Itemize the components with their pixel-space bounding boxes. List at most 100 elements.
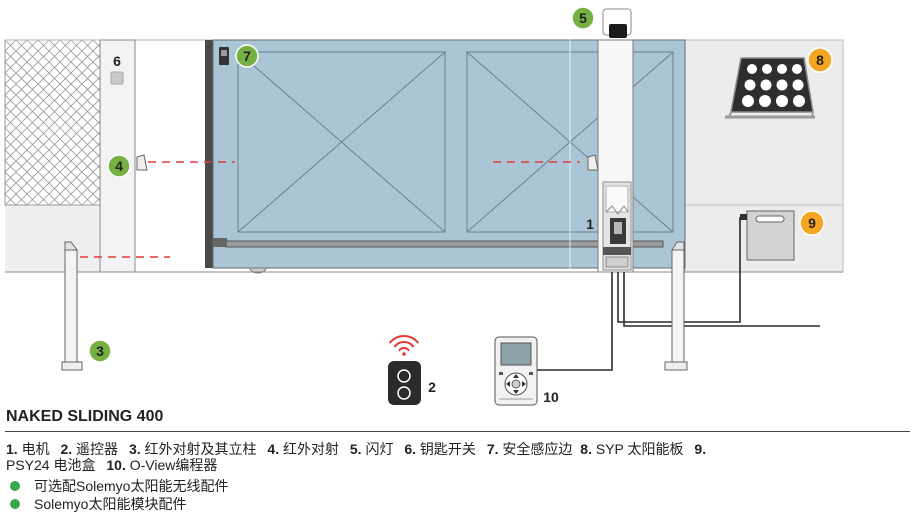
- mesh-line: [5, 40, 6, 41]
- mesh-line: [5, 204, 6, 205]
- legend-text: SYP 太阳能板: [595, 441, 684, 457]
- callout-motor-number: 1: [586, 216, 594, 232]
- legend-text: 红外对射: [282, 441, 339, 457]
- callout-badge-flashing-light: 5: [571, 6, 595, 30]
- diagram-title: NAKED SLIDING 400: [6, 408, 164, 425]
- svg-text:4: 4: [115, 158, 123, 174]
- legend-text: 安全感应边: [502, 441, 573, 457]
- legend-text: 电机: [21, 441, 50, 457]
- legend-number: 4.: [267, 441, 280, 457]
- remote-control-icon: [388, 361, 421, 405]
- mesh-line: [48, 153, 100, 205]
- callout-key-switch-number: 6: [113, 53, 121, 69]
- callout-programmer-number: 10: [543, 389, 559, 405]
- mesh-line: [5, 98, 100, 195]
- flashing-light-icon: [602, 8, 632, 38]
- green-dot-icon: [10, 499, 20, 509]
- legend-item: 10. O-View编程器: [106, 457, 217, 473]
- legend-item: 5. 闪灯: [350, 441, 394, 457]
- svg-text:8: 8: [816, 52, 824, 68]
- callout-remote-number: 2: [428, 379, 436, 395]
- legend-number: 7.: [486, 441, 499, 457]
- legend-number: 1.: [6, 441, 18, 457]
- mesh-line: [5, 65, 100, 162]
- mesh-line: [59, 164, 100, 205]
- legend-item: 2. 遥控器: [60, 441, 118, 457]
- rack-bracket: [213, 238, 227, 247]
- callout-badge-battery-box: 9: [799, 210, 825, 236]
- note-item: Solemyo太阳能模块配件: [6, 495, 228, 513]
- mesh-line: [5, 40, 61, 96]
- legend-item: 9. PSY24 电池盒: [6, 441, 706, 473]
- gear-rack: [225, 240, 664, 248]
- note-text: Solemyo太阳能模块配件: [34, 496, 187, 512]
- legend-number: 5.: [349, 441, 362, 457]
- legend-number: 2.: [60, 441, 73, 457]
- mesh-line: [5, 43, 100, 140]
- motor-icon: [602, 181, 632, 271]
- mesh-line: [5, 76, 100, 173]
- svg-text:7: 7: [243, 48, 251, 64]
- mesh-line: [5, 40, 72, 107]
- legend-text: 闪灯: [365, 441, 394, 457]
- legend-text: 钥匙开关: [419, 441, 476, 457]
- solar-panel-icon: [725, 57, 815, 119]
- note-text: 可选配Solemyo太阳能无线配件: [34, 478, 229, 494]
- safety-edge-icon: [219, 47, 229, 65]
- legend-number: 9.: [694, 441, 707, 457]
- legend-number: 8.: [580, 441, 592, 457]
- legend-item: 6. 钥匙开关: [404, 441, 476, 457]
- mesh-line: [5, 54, 100, 151]
- svg-text:5: 5: [579, 10, 587, 26]
- photocell-post-right: [664, 241, 688, 371]
- wireless-signal-icon: [389, 335, 419, 356]
- key-switch-icon: [110, 71, 124, 85]
- legend-item: 4. 红外对射: [267, 441, 339, 457]
- svg-text:9: 9: [808, 215, 816, 231]
- mesh-line: [5, 40, 50, 85]
- legend-text: PSY24 电池盒: [6, 457, 96, 473]
- gate-panel-left: [237, 51, 446, 233]
- photocell-left-icon: [136, 154, 148, 171]
- mesh-line: [37, 142, 100, 205]
- gate-frame-edge: [205, 40, 213, 268]
- legend-item: 7. 安全感应边: [487, 441, 573, 457]
- svg-text:3: 3: [96, 343, 104, 359]
- gate-installation-diagram: 6 4 7: [4, 6, 844, 406]
- mesh-lines: [5, 40, 100, 205]
- callout-badge-safety-edge: 7: [235, 44, 259, 68]
- legend-number: 6.: [404, 441, 417, 457]
- mesh-line: [5, 40, 94, 129]
- photocell-post-left: [61, 241, 83, 371]
- note-item: 可选配Solemyo太阳能无线配件: [6, 477, 228, 495]
- title-divider: [5, 431, 910, 432]
- programmer-icon: [494, 336, 538, 406]
- callout-badge-photocell: 4: [107, 154, 131, 178]
- legend-number: 10.: [106, 457, 126, 473]
- legend-text: 红外对射及其立柱: [144, 441, 257, 457]
- chain-link-fence: [4, 39, 101, 206]
- wire-to-programmer: [537, 272, 613, 371]
- legend: 1. 电机 2. 遥控器 3. 红外对射及其立柱 4. 红外对射 5. 闪灯 6…: [6, 441, 706, 473]
- photocell-right-icon: [587, 154, 599, 171]
- legend-number: 3.: [128, 441, 141, 457]
- legend-text: 遥控器: [76, 441, 119, 457]
- wire-to-right-side: [623, 272, 820, 327]
- legend-text: O-View编程器: [129, 457, 218, 473]
- mesh-line: [5, 40, 39, 74]
- mesh-line: [5, 40, 83, 118]
- notes: 可选配Solemyo太阳能无线配件 Solemyo太阳能模块配件: [6, 477, 228, 513]
- mesh-line: [5, 109, 100, 205]
- mesh-line: [5, 87, 100, 184]
- callout-badge-photocell-post: 3: [88, 339, 112, 363]
- mesh-line: [26, 131, 100, 205]
- legend-item: 3. 红外对射及其立柱: [129, 441, 257, 457]
- green-dot-icon: [10, 481, 20, 491]
- legend-item: 1. 电机: [6, 441, 50, 457]
- chain-link-mesh: [5, 40, 100, 205]
- legend-item: 8. SYP 太阳能板: [580, 441, 683, 457]
- callout-badge-solar-panel: 8: [807, 47, 833, 73]
- mesh-line: [15, 120, 100, 205]
- mesh-line: [70, 175, 100, 205]
